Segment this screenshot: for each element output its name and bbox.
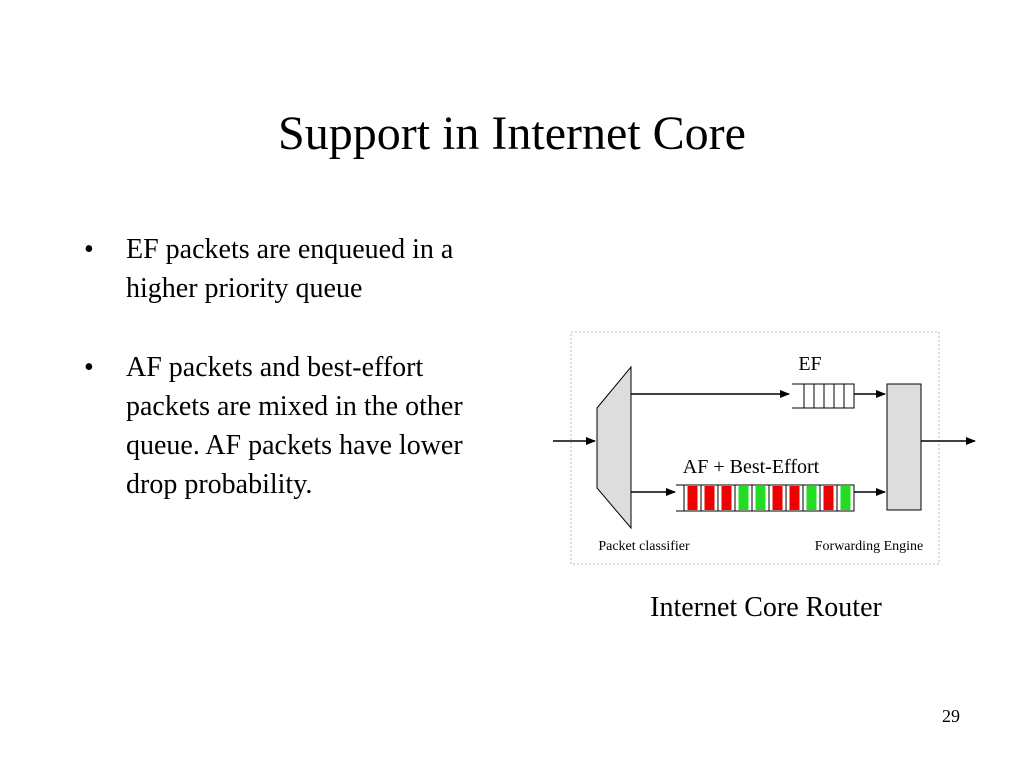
ef-queue-cell bbox=[843, 383, 855, 409]
ef-queue-label: EF bbox=[798, 353, 821, 375]
page-number: 29 bbox=[942, 706, 960, 726]
bullet-item-ef: • EF packets are enqueued in a higher pr… bbox=[84, 230, 484, 308]
bullet-item-af: • AF packets and best-effort packets are… bbox=[84, 348, 484, 504]
af-packet-cell bbox=[789, 486, 800, 510]
ef-queue-cell bbox=[823, 383, 835, 409]
af-packet-cell bbox=[823, 486, 834, 510]
forwarding-engine-block bbox=[886, 383, 922, 511]
af-packet-cell bbox=[704, 486, 715, 510]
bullet-text: EF packets are enqueued in a higher prio… bbox=[126, 234, 454, 304]
ef-queue-cell bbox=[803, 383, 815, 409]
af-be-queue bbox=[676, 484, 855, 512]
af-packet-cell bbox=[687, 486, 698, 510]
slide-title: Support in Internet Core bbox=[278, 107, 746, 160]
bullet-symbol: • bbox=[84, 352, 94, 383]
af-packet-cell bbox=[806, 486, 817, 510]
packet-classifier-label: Packet classifier bbox=[598, 539, 690, 554]
bullet-symbol: • bbox=[84, 234, 94, 265]
packet-classifier-block bbox=[596, 365, 632, 530]
ef-queue-cell bbox=[833, 383, 845, 409]
ef-queue-cell bbox=[813, 383, 825, 409]
forwarding-engine-label: Forwarding Engine bbox=[815, 539, 923, 554]
af-packet-cell bbox=[840, 486, 851, 510]
af-packet-cell bbox=[738, 486, 749, 510]
diagram-caption: Internet Core Router bbox=[650, 592, 882, 623]
af-packet-cell bbox=[721, 486, 732, 510]
router-diagram: EF AF + Best-Effort Packet classifier Fo… bbox=[548, 326, 978, 566]
af-packet-cell bbox=[772, 486, 783, 510]
ef-queue bbox=[792, 383, 855, 409]
bullet-list: • EF packets are enqueued in a higher pr… bbox=[84, 230, 484, 544]
af-queue-label: AF + Best-Effort bbox=[683, 456, 820, 478]
af-packet-cell bbox=[755, 486, 766, 510]
diagram-frame bbox=[570, 331, 940, 565]
bullet-text: AF packets and best-effort packets are m… bbox=[126, 352, 463, 500]
